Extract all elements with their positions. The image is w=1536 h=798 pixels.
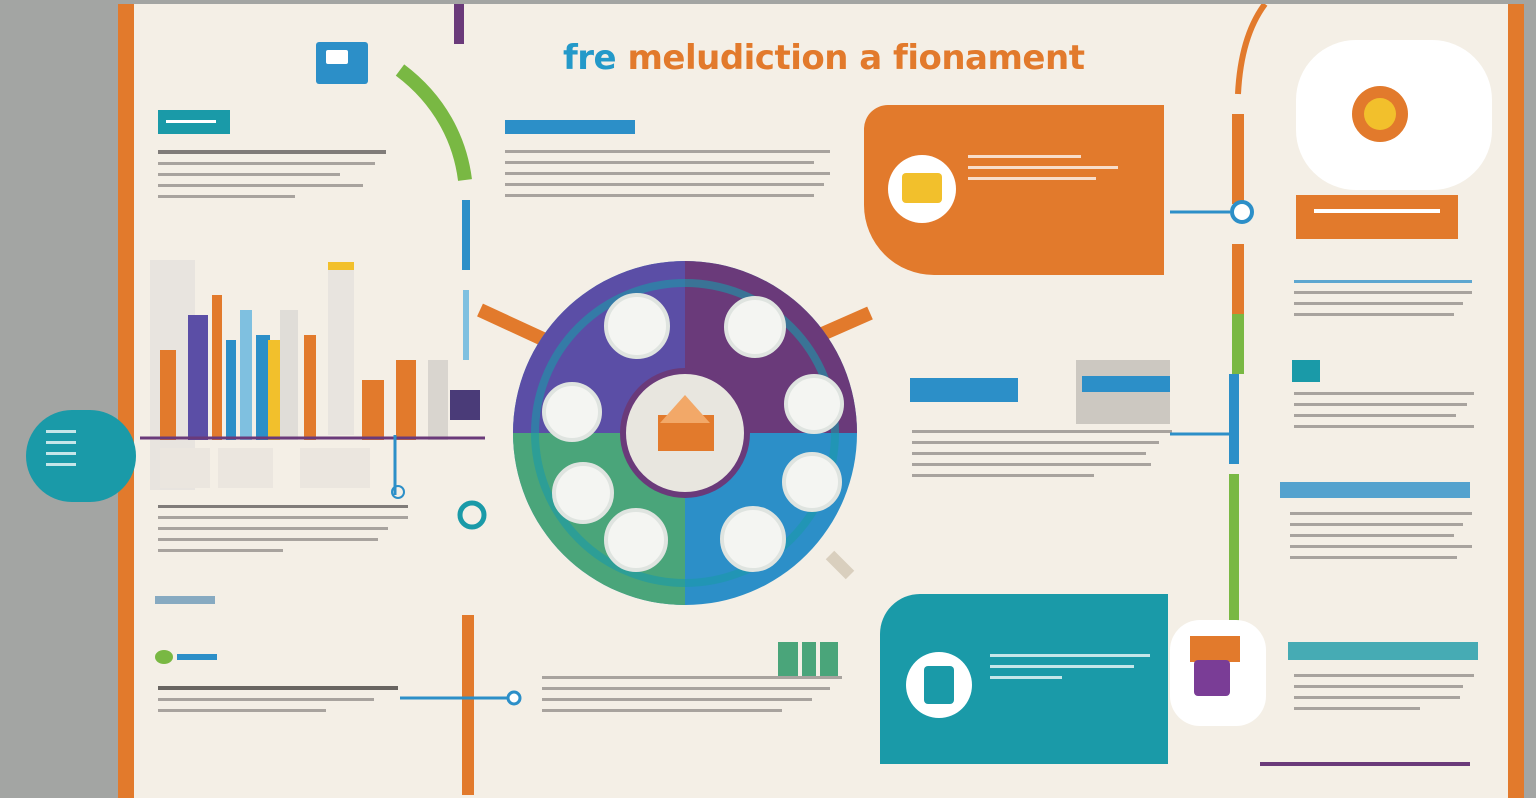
left-text-block-2 — [158, 505, 408, 560]
wheel-icon-tablet — [604, 508, 668, 572]
bottom-right-rule — [1260, 762, 1470, 766]
right-text-block-1 — [1294, 280, 1472, 324]
middle-text-block — [505, 150, 830, 205]
wheel-icon-layers — [542, 382, 602, 442]
handshake-icon — [888, 155, 956, 223]
left-small-caption — [155, 596, 215, 604]
orange-info-card — [864, 105, 1164, 275]
right-text-block-4 — [1294, 674, 1474, 718]
right-text-block-2 — [1294, 392, 1474, 436]
left-connector-spine — [395, 64, 487, 795]
mid-right-text-block — [912, 430, 1172, 485]
poster-title: fre meludiction a fionament — [563, 38, 1085, 78]
right-header-tag-3 — [1288, 642, 1478, 660]
wheel-icon-chart — [552, 462, 614, 524]
wheel-icon-screen — [720, 506, 786, 572]
left-header-tag — [158, 110, 230, 134]
chat-bubble-icon — [316, 42, 368, 84]
bar-chart-illustration — [140, 260, 485, 499]
left-text-block-3 — [158, 686, 398, 720]
arrows-icon — [906, 652, 972, 718]
bottom-mid-text-block — [542, 676, 842, 720]
right-header-tag-2 — [1280, 482, 1470, 498]
wheel-icon-list — [782, 452, 842, 512]
mid-right-image — [1076, 360, 1170, 424]
house-icon — [1170, 620, 1266, 726]
left-green-logo — [155, 650, 223, 664]
right-connector-spine — [1170, 4, 1268, 624]
middle-header-tag — [505, 120, 635, 134]
mid-right-tag — [910, 378, 1018, 402]
bottom-connector — [400, 690, 522, 706]
sun-icon — [1352, 86, 1408, 142]
spine-top-purple — [454, 4, 464, 44]
title-part-1: fre — [563, 38, 617, 78]
sun-cloud — [1296, 40, 1492, 190]
tree-icon — [648, 393, 704, 449]
right-text-block-3 — [1290, 512, 1472, 567]
right-orange-border — [1508, 4, 1524, 798]
wheel-icon-bowl — [724, 296, 786, 358]
wheel-icon-cup — [784, 374, 844, 434]
right-icon-1 — [1292, 360, 1320, 382]
wheel-icon-document — [604, 293, 670, 359]
teal-info-card — [880, 594, 1168, 764]
right-orange-tag — [1296, 195, 1458, 239]
left-text-block — [158, 150, 386, 206]
bottom-mid-badges — [778, 642, 840, 678]
left-teal-badge — [26, 410, 136, 502]
title-part-2: meludiction a fionament — [627, 38, 1085, 78]
left-orange-border — [118, 4, 134, 798]
